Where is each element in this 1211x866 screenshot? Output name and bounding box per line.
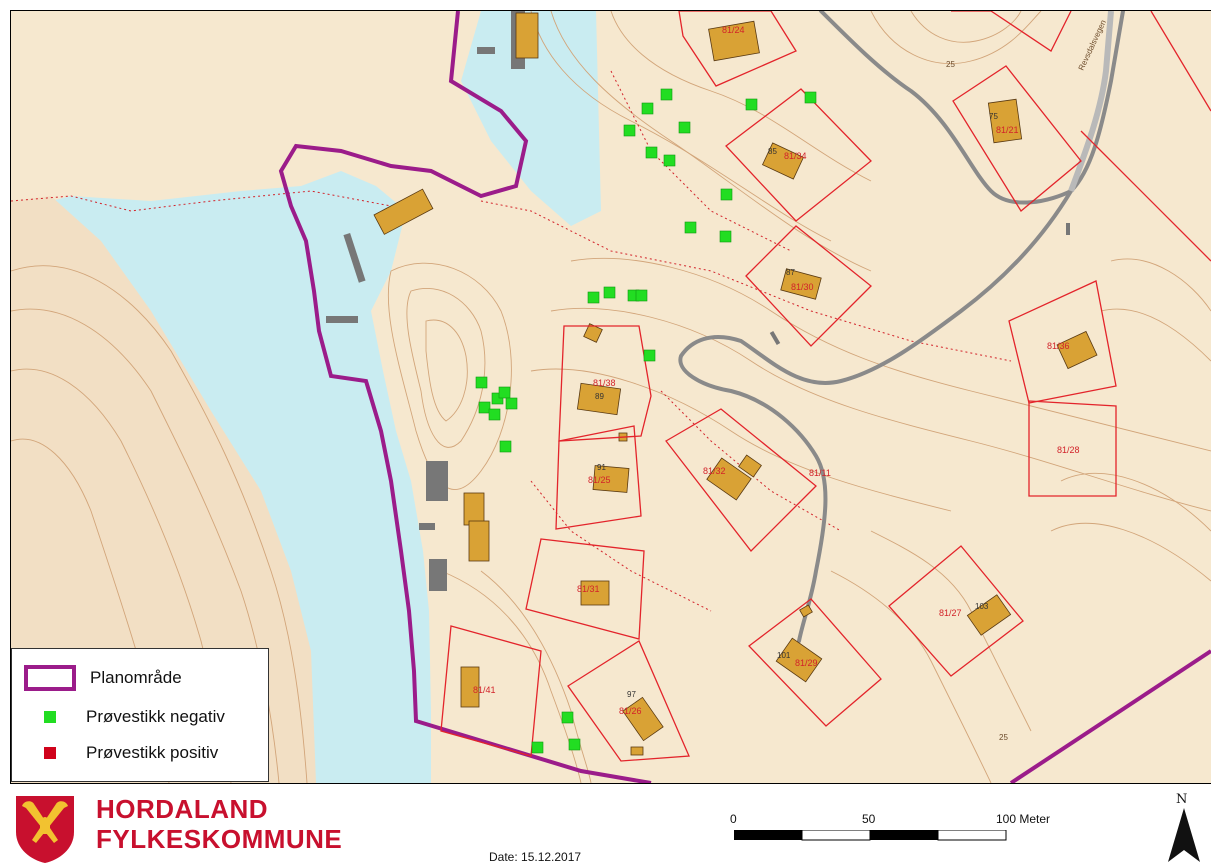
parcel-label: 81/38 <box>593 378 616 388</box>
north-label: N <box>1176 792 1188 807</box>
legend-item-planomrade: Planområde <box>24 665 182 691</box>
parcel-label: 81/32 <box>703 466 726 476</box>
test-pits-negative <box>475 88 817 754</box>
parcel-label: 81/24 <box>722 25 745 35</box>
parcel-label: 81/31 <box>577 584 600 594</box>
positive-swatch <box>44 747 56 759</box>
plan-boundary <box>278 11 652 783</box>
parcel-label: 81/29 <box>795 658 818 668</box>
grey-road-wide <box>1068 11 1114 193</box>
house-number: 85 <box>768 147 777 156</box>
west-land <box>11 196 316 783</box>
road-label: Revsdalsvegen <box>1077 18 1108 71</box>
parcel-label: 81/26 <box>619 706 642 716</box>
parcel-label: 81/34 <box>784 151 807 161</box>
house-number: 103 <box>975 602 989 611</box>
house-numbers: 85 75 87 89 91 103 101 97 <box>595 112 998 699</box>
parcel-label: 81/11 <box>809 468 831 478</box>
parcel-label: 81/25 <box>588 475 611 485</box>
scale-tick-label: 0 <box>730 812 737 826</box>
parcel-polygons <box>440 11 1211 762</box>
scale-bar-graphic <box>734 830 1007 841</box>
legend-item-negative: Prøvestikk negativ <box>24 707 225 727</box>
parcel-label: 81/41 <box>473 685 496 695</box>
legend-item-positive: Prøvestikk positiv <box>24 743 218 763</box>
scale-tick-label: 50 <box>862 812 876 826</box>
org-name-line1: HORDALAND <box>96 794 269 824</box>
plan-area-swatch <box>24 665 76 691</box>
house-number: 89 <box>595 392 604 401</box>
parcel-label: 81/36 <box>1047 341 1070 351</box>
scale-bar: 0 50 100 Meter <box>730 812 1130 842</box>
map-legend: Planområde Prøvestikk negativ Prøvestikk… <box>11 648 269 782</box>
org-name-line2: FYLKESKOMMUNE <box>96 824 343 854</box>
north-arrow-icon <box>1168 808 1200 862</box>
legend-label: Planområde <box>90 668 182 687</box>
legend-label: Prøvestikk positiv <box>86 743 219 762</box>
map-svg: 81/24 81/21 81/34 81/30 81/36 81/38 81/2… <box>11 11 1211 783</box>
house-number: 75 <box>989 112 998 121</box>
parcel-label: 81/27 <box>939 608 962 618</box>
parcel-label: 81/21 <box>996 125 1019 135</box>
contour-label: 25 <box>946 60 955 69</box>
parcel-labels: 81/24 81/21 81/34 81/30 81/36 81/38 81/2… <box>473 25 1080 716</box>
county-shield-icon <box>16 796 74 863</box>
negative-swatch <box>44 711 56 723</box>
legend-label: Prøvestikk negativ <box>86 707 225 726</box>
map-date: Date: 15.12.2017 <box>489 850 582 864</box>
north-arrow: N <box>1164 788 1204 864</box>
roads <box>678 11 1125 643</box>
parcel-label: 81/28 <box>1057 445 1080 455</box>
plan-boundary-east <box>1009 649 1211 783</box>
contour-label: 25 <box>999 733 1008 742</box>
parcel-label: 81/30 <box>791 282 814 292</box>
house-number: 97 <box>627 690 636 699</box>
property-lines <box>11 70 1012 612</box>
map-footer: HORDALAND FYLKESKOMMUNE Date: 15.12.2017… <box>0 782 1211 866</box>
house-number: 101 <box>777 651 791 660</box>
house-number: 91 <box>597 463 606 472</box>
scale-tick-label: 100 Meter <box>996 812 1051 826</box>
buildings <box>373 12 1098 756</box>
house-number: 87 <box>786 268 795 277</box>
